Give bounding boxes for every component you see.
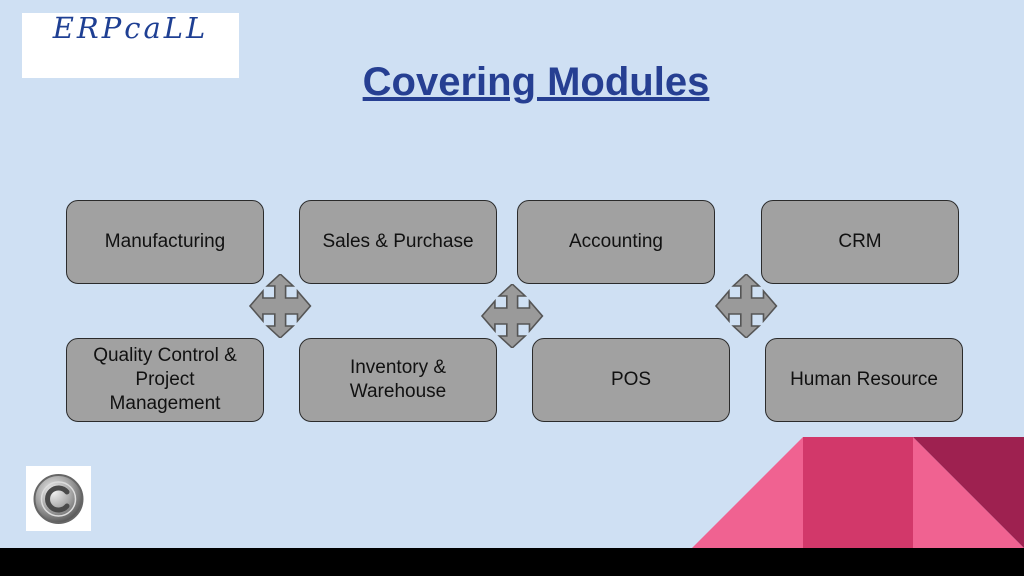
logo-box (22, 13, 239, 78)
module-label: Manufacturing (104, 231, 226, 252)
four-way-arrow-icon (480, 284, 544, 348)
page-title: Covering Modules (362, 60, 710, 104)
four-way-arrow-icon (714, 274, 778, 338)
module-label: Human Resource (790, 369, 938, 390)
module-label: CRM (838, 231, 882, 252)
logo: ERPcaLL (52, 11, 209, 45)
module-sales-purchase: Sales & Purchase (299, 200, 497, 284)
footer-bar (0, 548, 1024, 576)
module-quality-control: Quality Control & Project Management (66, 338, 264, 422)
module-label: Inventory & Warehouse (349, 357, 447, 402)
module-inventory: Inventory & Warehouse (299, 338, 497, 422)
copyright-icon (26, 466, 91, 531)
module-human-resource: Human Resource (765, 338, 963, 422)
module-label: Quality Control & Project Management (93, 345, 237, 414)
module-pos: POS (532, 338, 730, 422)
module-label: POS (610, 369, 652, 390)
module-label: Sales & Purchase (322, 231, 474, 252)
module-crm: CRM (761, 200, 959, 284)
module-manufacturing: Manufacturing (66, 200, 264, 284)
module-label: Accounting (568, 231, 663, 252)
module-accounting: Accounting (517, 200, 715, 284)
four-way-arrow-icon (248, 274, 312, 338)
